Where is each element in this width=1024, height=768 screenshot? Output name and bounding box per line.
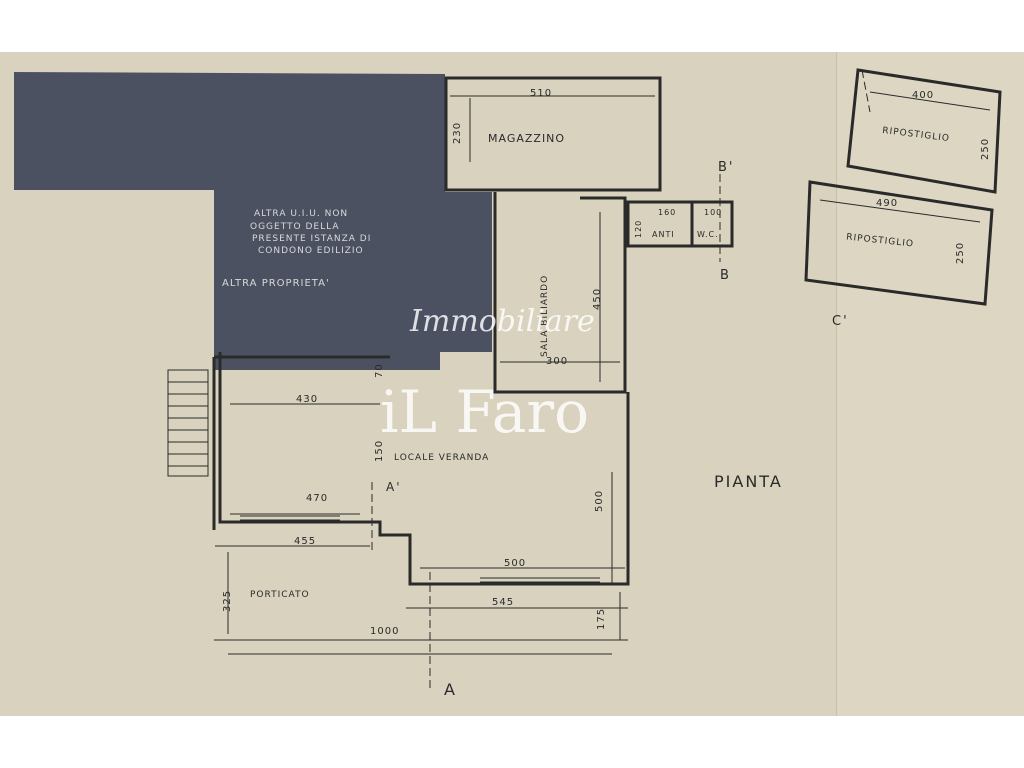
ripostiglio-1-walls [846,68,1002,194]
sheet-right-panel [836,52,1024,716]
note-other-unit-4: CONDONO EDILIZIO [258,246,364,256]
dim-500-horizontal: 500 [504,558,527,569]
dim-500-vertical: 500 [594,489,605,512]
magazzino-walls [444,76,662,192]
dim-250-b: 250 [955,241,966,264]
dim-430: 430 [296,394,319,405]
dim-1000: 1000 [370,626,400,637]
note-other-unit-2: OGGETTO DELLA [250,222,340,232]
section-mark-b-prime: B' [718,160,735,175]
dim-230: 230 [452,121,463,144]
dim-325: 325 [222,589,233,612]
note-other-property: ALTRA PROPRIETA' [222,278,330,289]
section-mark-b: B [720,268,731,283]
section-mark-c-prime: C' [832,314,849,329]
dim-250-a: 250 [980,137,991,160]
room-label-anti: ANTI [652,230,675,239]
dim-100: 100 [704,208,723,217]
dim-455: 455 [294,536,317,547]
dim-400: 400 [912,90,935,101]
dim-120: 120 [634,219,643,238]
ripostiglio-2-walls [804,180,994,306]
room-label-magazzino: MAGAZZINO [488,132,566,145]
floor-plan-sheet: MAGAZZINO SALA BILIARDO ANTI W.C. RIPOST… [0,52,1024,716]
watermark-il-faro: iL Faro [380,378,590,446]
room-label-locale-veranda: LOCALE VERANDA [394,453,490,463]
floor-plan-drawing [14,68,1002,692]
dim-300: 300 [546,356,569,367]
section-mark-a-prime: A' [386,480,402,494]
note-other-unit-3: PRESENTE ISTANZA DI [252,234,372,244]
dim-510: 510 [530,88,553,99]
plan-title: PIANTA [714,472,783,491]
room-label-porticato: PORTICATO [250,590,310,600]
dim-175: 175 [596,607,607,630]
dim-490: 490 [876,198,899,209]
veranda-walls [218,352,630,586]
sala-biliardo-walls [493,192,627,394]
dim-470: 470 [306,493,329,504]
anti-wc-walls [626,200,734,248]
dim-70: 70 [374,363,385,378]
dim-545: 545 [492,597,515,608]
room-label-wc: W.C. [697,230,719,239]
section-mark-a: A [444,680,457,699]
other-property-area [14,72,492,370]
watermark-immobiliare: Immobiliare [410,304,595,339]
dim-160: 160 [658,208,677,217]
note-other-unit-1: ALTRA U.I.U. NON [254,209,349,219]
